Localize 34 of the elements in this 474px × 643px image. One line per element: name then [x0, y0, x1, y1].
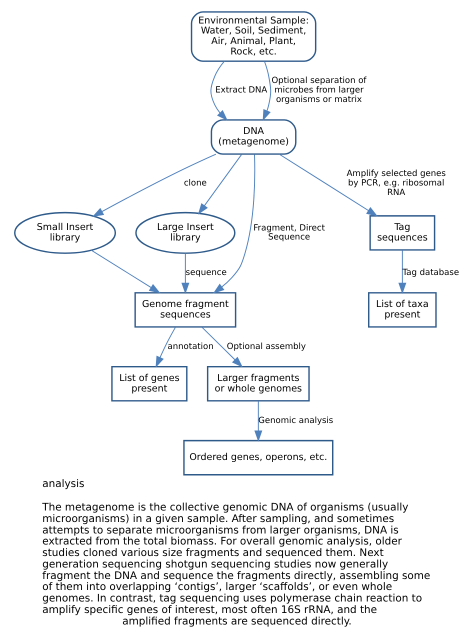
arrow: [90, 250, 161, 294]
arrow: [398, 250, 406, 294]
arrow: [210, 60, 228, 121]
node-ellipse: Small Insert library: [14, 212, 116, 254]
node-ellipse: Large Insert library: [135, 212, 236, 254]
arrow: [262, 60, 272, 122]
node-box: Ordered genes, operons, etc.: [183, 440, 334, 476]
arrow: [278, 154, 378, 216]
edge-label: Fragment, Direct Sequence: [253, 223, 325, 243]
edge-label: clone: [184, 178, 207, 189]
arrow: [254, 400, 262, 442]
arrow: [201, 326, 243, 368]
arrow: [198, 154, 242, 215]
node-box: List of taxa present: [368, 292, 437, 328]
arrow: [92, 154, 216, 217]
edge-label: Extract DNA: [215, 86, 268, 96]
edge-label: Genomic analysis: [258, 416, 334, 426]
node-box: Tag sequences: [369, 215, 436, 251]
arrow: [212, 154, 256, 294]
edge-label: Tag database: [402, 268, 460, 278]
edge-label: annotation: [168, 342, 214, 352]
node-box: List of genes present: [111, 366, 188, 402]
node-box: DNA (metagenome): [210, 119, 296, 155]
edge-label: Amplify selected genes by PCR, e.g. ribosomal RNA: [346, 169, 446, 198]
diagram-title: analysis: [42, 478, 84, 490]
arrow: [156, 326, 176, 368]
arrow: [181, 252, 190, 294]
edge-label: sequence: [186, 268, 227, 278]
node-box: Larger fragments or whole genomes: [206, 366, 310, 402]
edge-label: Optional separation of microbes from larger organisms or matrix: [271, 76, 366, 106]
edge-label: Optional assembly: [226, 342, 306, 352]
node-box: Genome fragment sequences: [134, 292, 236, 328]
node-box: Environmental Sample: Water, Soil, Sediment, Air, Animal, Plant, Rock, etc.: [190, 11, 316, 62]
caption: The metagenome is the collective genomic DNA of organisms (usually microorganisms) in a given sample. After sampling, and sometimes attempts to separate microorganisms from larger organisms, DNA is extracted from the total biomass. For overall genomic analysis, older studies cloned various size fragments and sequenced them. Next generation sequencing shotgun sequencing studies now generally fragment the DNA and sequence the fragments directly, assembling some of them into overlapping ‘contigs’, larger ‘scaffolds’, or even whole genomes. In contrast, tag sequencing uses polymerase chain reaction to amplify specific genes of interest, most often 16S rRNA, and the amplified fragments are sequenced directly.: [42, 502, 430, 628]
